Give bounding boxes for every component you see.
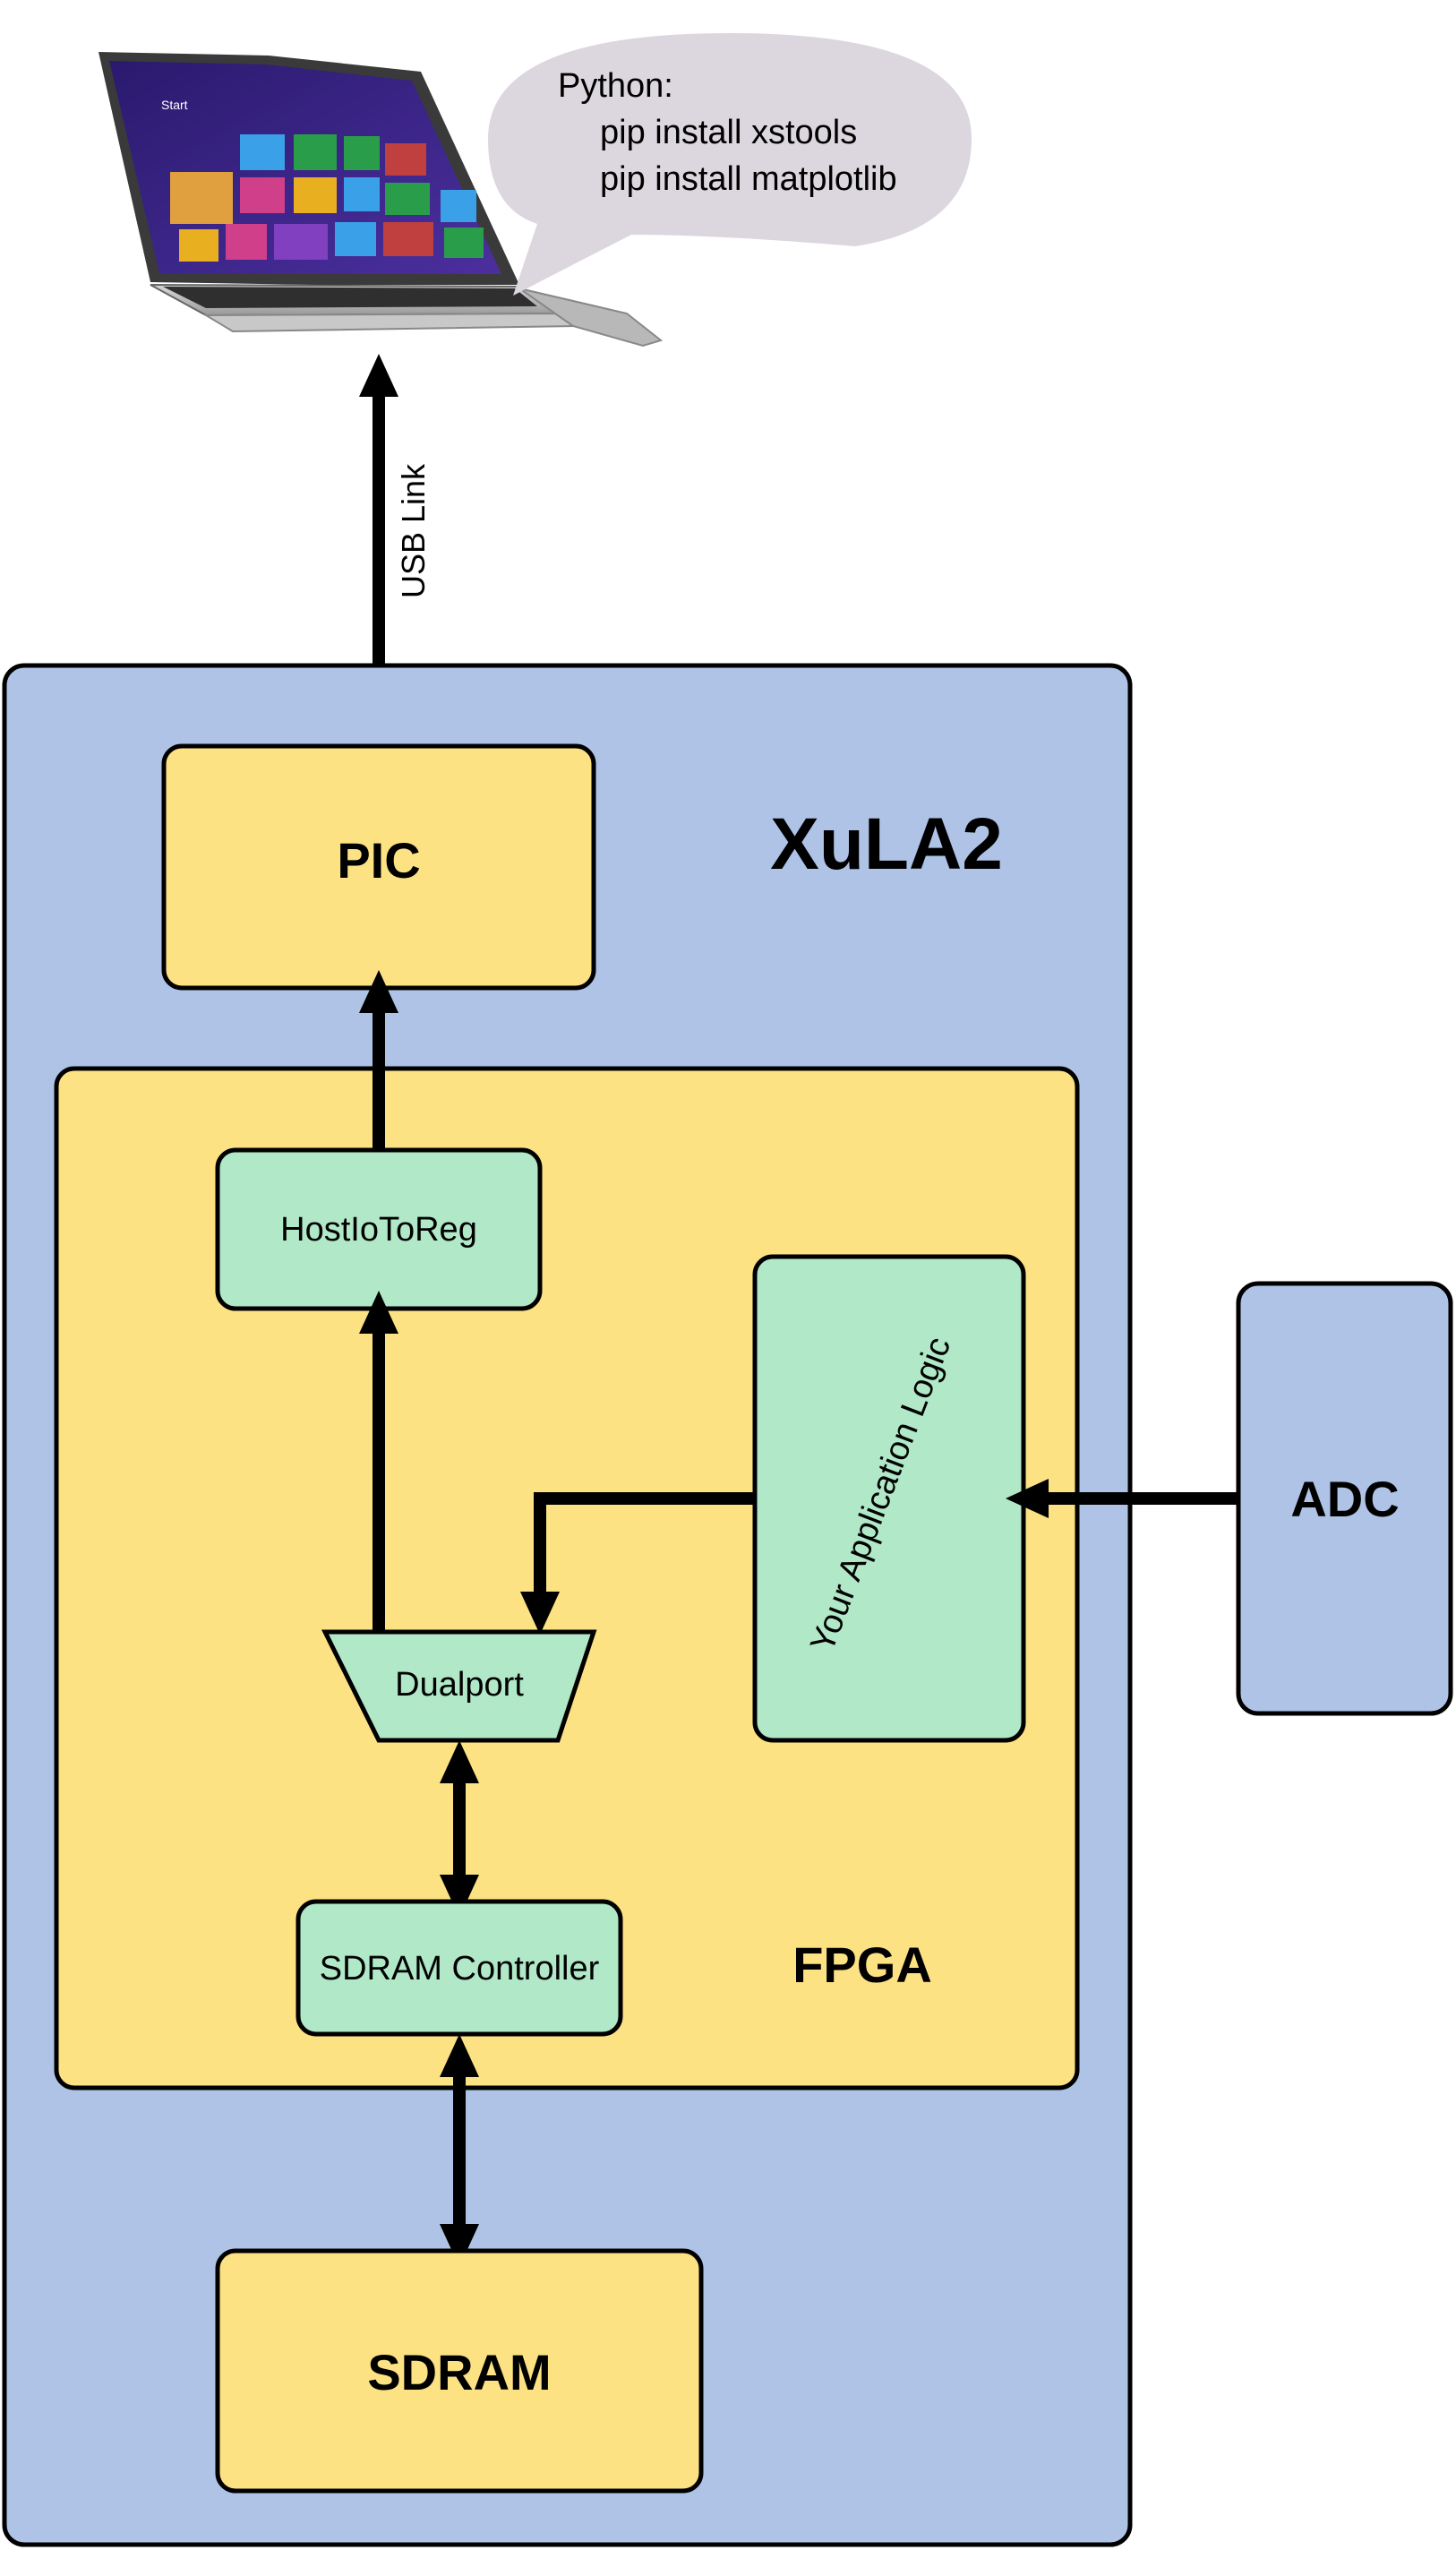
bubble-title: Python: bbox=[558, 67, 673, 105]
tablet-laptop-icon: Start bbox=[98, 52, 664, 348]
speech-bubble: Python: pip install xstools pip install … bbox=[488, 33, 972, 296]
laptop-screen-label: Start bbox=[161, 98, 188, 112]
bubble-command-1: pip install xstools bbox=[600, 114, 857, 151]
dualport-sdram-controller-arrow bbox=[440, 1740, 479, 1918]
dualport-to-hostio-arrow bbox=[359, 1291, 398, 1632]
usb-link-label: USB Link bbox=[395, 463, 432, 598]
bubble-command-2: pip install matplotlib bbox=[600, 160, 897, 198]
pic-label: PIC bbox=[337, 832, 420, 889]
dualport-block bbox=[321, 1629, 597, 1743]
sdram-block bbox=[215, 2248, 704, 2494]
dualport-label: Dualport bbox=[395, 1666, 524, 1704]
sdram-controller-sdram-arrow bbox=[440, 2034, 479, 2267]
sdram-label: SDRAM bbox=[367, 2344, 551, 2400]
fpga-label: FPGA bbox=[792, 1936, 932, 1993]
app-logic-to-dualport-arrow bbox=[520, 1492, 755, 1635]
adc-to-app-logic-arrow bbox=[1006, 1479, 1238, 1518]
board-label: XuLA2 bbox=[770, 803, 1003, 885]
adc-label: ADC bbox=[1290, 1471, 1399, 1527]
hostio-to-reg-label: HostIoToReg bbox=[280, 1211, 477, 1249]
start-tiles bbox=[170, 134, 484, 262]
sdram-controller-label: SDRAM Controller bbox=[320, 1950, 600, 1988]
hostio-to-pic-arrow bbox=[359, 970, 398, 1150]
